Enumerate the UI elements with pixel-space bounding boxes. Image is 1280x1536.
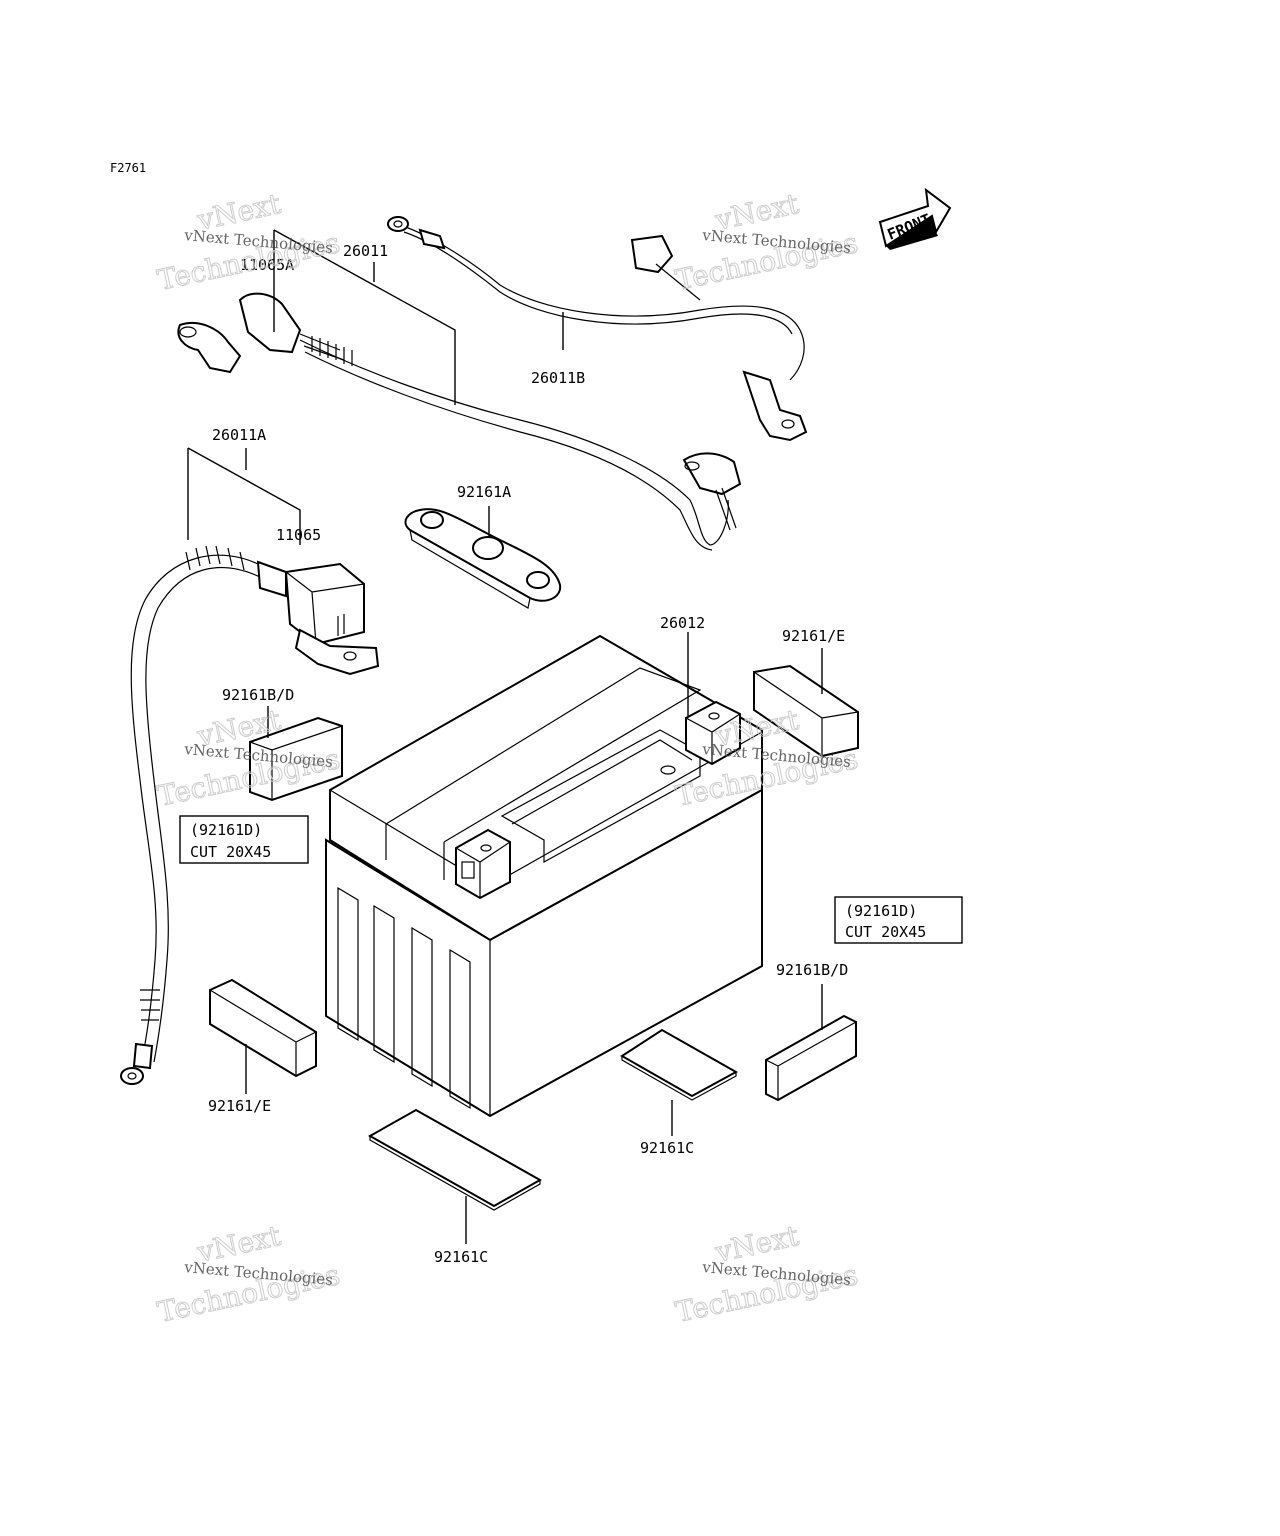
note-left-line1: (92161D) [190,821,262,839]
label-92161BD-right: 92161B/D [776,961,848,979]
pad-92161BD-left [249,706,343,802]
label-92161C-bottom: 92161C [434,1248,488,1266]
label-26011A: 26011A [212,426,266,444]
label-92161E-bottom: 92161/E [208,1097,271,1115]
note-box-left: (92161D) CUT 20X45 [179,815,309,864]
label-11065: 11065 [276,526,321,544]
watermark-bottom-left: vNext Technologies vNext Technologies [154,1218,343,1329]
cable-26011 [177,292,729,551]
pad-92161BD-right [765,984,857,1102]
label-26011B: 26011B [531,369,585,387]
sheet-92161C-right [620,1028,739,1136]
figure-id: F2761 [110,161,146,175]
holder-92161A [404,506,562,609]
label-92161A: 92161A [457,483,511,501]
leader-lines-26011A [187,447,301,545]
sheet-92161C-bottom [367,1108,543,1244]
label-26012: 26012 [660,614,705,632]
cable-26011B [387,216,808,442]
battery-26012 [325,632,763,1118]
label-11065A: 11065A [240,256,294,274]
front-arrow-icon: FRONT [878,187,952,250]
watermark-bottom-right: vNext Technologies vNext Technologies [672,1218,861,1329]
note-box-right: (92161D) CUT 20X45 [834,896,963,944]
note-left-line2: CUT 20X45 [190,843,271,861]
label-92161C-right: 92161C [640,1139,694,1157]
pad-92161E-top [753,648,859,758]
terminal-cap-11065 [256,560,380,676]
note-right-line1: (92161D) [845,902,917,920]
label-26011: 26011 [343,242,388,260]
watermark-top-left: vNext Technologies vNext Technologies [154,186,343,297]
label-92161E-top: 92161/E [782,627,845,645]
pad-92161E-bottom [209,978,317,1094]
watermark-top-right: vNext Technologies vNext Technologies [672,186,861,297]
leader-lines-top [273,229,564,405]
note-right-line2: CUT 20X45 [845,923,926,941]
cable-26011A [120,545,263,1085]
label-92161BD-left: 92161B/D [222,686,294,704]
terminal-cap-11065A [682,452,742,531]
